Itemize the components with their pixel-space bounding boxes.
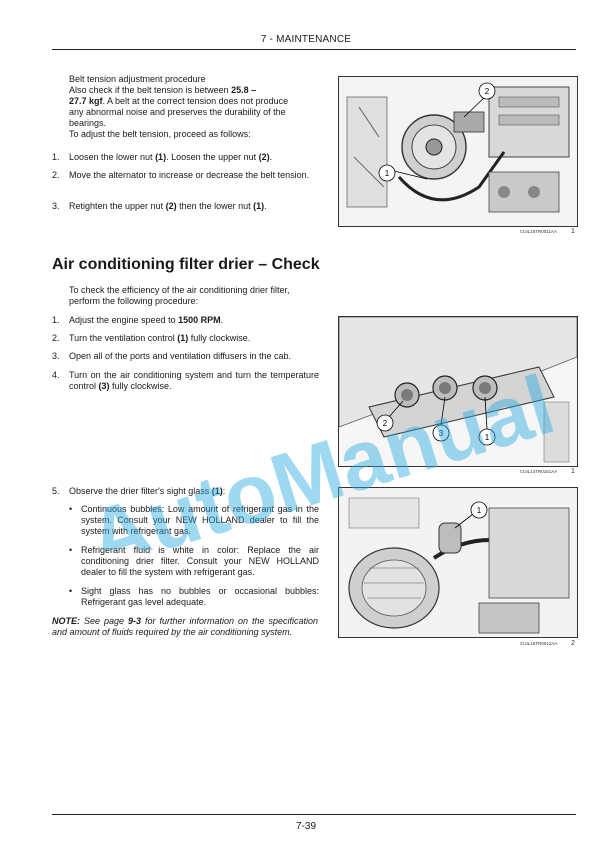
controls-illustration: 2 3 1: [339, 317, 577, 466]
callout-1: 1: [385, 169, 390, 178]
figure-cab-controls: 2 3 1: [338, 316, 578, 467]
figure-alternator-belt: 2 1: [338, 76, 578, 227]
belt-text: Also check if the belt tension is betwee…: [69, 85, 232, 95]
note-page-ref: 9-3: [128, 616, 142, 626]
step-text: Open all of the ports and ventilation di…: [69, 351, 291, 361]
figure-number: 2: [571, 640, 575, 647]
bullet-dot: •: [69, 545, 73, 555]
note-text: for further information on the specifica…: [52, 616, 318, 637]
step-text: Move the alternator to increase or decre…: [69, 170, 310, 180]
bullet-text: Sight glass has no bubbles or occasional…: [81, 586, 319, 607]
step-text: Loosen the lower nut (1). Loosen the upp…: [69, 152, 273, 162]
footer-rule: [52, 814, 576, 815]
callout-3: 3: [439, 429, 444, 438]
engine-illustration: 2 1: [339, 77, 577, 226]
drier-illustration: 1: [339, 488, 577, 637]
step-number: 5.: [52, 486, 60, 496]
belt-text: . A belt at the correct tension does not…: [102, 96, 289, 106]
figure-code: CUIL16TR0011AA: [520, 229, 557, 234]
note-text: See page: [80, 616, 128, 626]
belt-text: any abnormal noise and preserves the dur…: [69, 107, 286, 117]
step-text: Turn the ventilation control (1) fully c…: [69, 333, 251, 343]
figure-code: CUIL16TR0012AA: [520, 641, 558, 646]
step-number: 2.: [52, 333, 60, 343]
belt-procedure-block: Belt tension adjustment procedure Also c…: [69, 74, 319, 140]
figure-number: 1: [571, 468, 575, 475]
step-number: 4.: [52, 370, 60, 380]
step-number: 3.: [52, 201, 60, 211]
callout-1: 1: [485, 433, 490, 442]
ac-intro: To check the efficiency of the air condi…: [69, 285, 319, 307]
callout-2: 2: [485, 87, 490, 96]
step-text: Retighten the upper nut (2) then the low…: [69, 201, 267, 211]
figure-number: 1: [571, 228, 575, 235]
step-number: 3.: [52, 351, 60, 361]
belt-text: bearings.: [69, 118, 107, 128]
section-heading: Air conditioning filter drier – Check: [52, 256, 320, 273]
bullet-dot: •: [69, 586, 73, 596]
intro-line: perform the following procedure:: [69, 296, 199, 306]
figure-code: CUIL14TR0161AA: [520, 469, 558, 474]
header-rule: [52, 49, 576, 50]
step-text: Turn on the air conditioning system and …: [69, 370, 319, 391]
step-number: 1.: [52, 152, 60, 162]
note-label: NOTE:: [52, 616, 80, 626]
belt-title: Belt tension adjustment procedure: [69, 74, 206, 84]
section-header: 7 - MAINTENANCE: [260, 34, 352, 45]
belt-adjust-intro: To adjust the belt tension, proceed as f…: [69, 129, 251, 139]
step-number: 1.: [52, 315, 60, 325]
belt-value-min: 25.8 –: [231, 85, 257, 95]
bullet-text: Continuous bubbles: Low amount of refrig…: [81, 504, 319, 536]
page-number: 7-39: [295, 821, 316, 832]
step-text: Observe the drier filter's sight glass (…: [69, 486, 226, 496]
callout-2: 2: [383, 419, 388, 428]
intro-line: To check the efficiency of the air condi…: [69, 285, 290, 295]
callout-1: 1: [477, 506, 482, 515]
bullet-text: Refrigerant fluid is white in color: Rep…: [81, 545, 319, 577]
note: NOTE: See page 9-3 for further informati…: [52, 616, 318, 638]
belt-value-max: 27.7 kgf: [69, 96, 103, 106]
belt-paragraph: Also check if the belt tension is betwee…: [69, 85, 319, 129]
step-number: 2.: [52, 170, 60, 180]
bullet-dot: •: [69, 504, 73, 514]
figure-drier-filter: 1: [338, 487, 578, 638]
step-text: Adjust the engine speed to 1500 RPM.: [69, 315, 224, 325]
